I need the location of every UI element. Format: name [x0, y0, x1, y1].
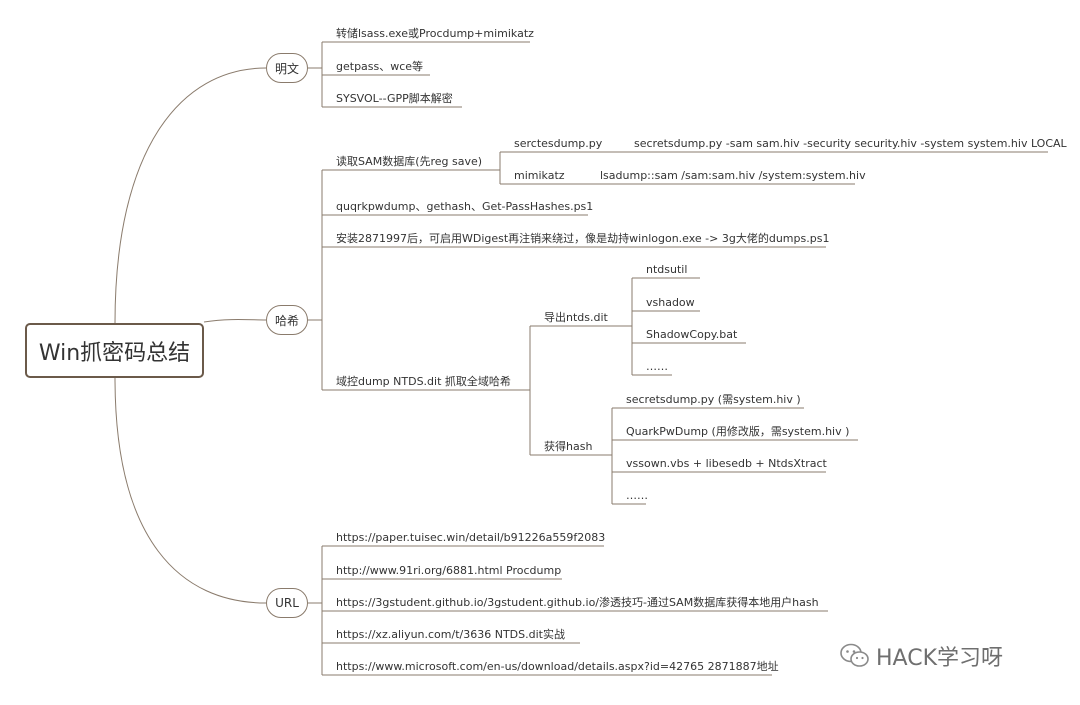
- node-plain-getpass: getpass、wce等: [336, 60, 424, 73]
- watermark: HACK学习呀: [840, 640, 1003, 672]
- connector-root-plaintext: [114, 67, 267, 324]
- node-plain-sysvol: SYSVOL--GPP脚本解密: [336, 92, 453, 105]
- connector-root-url: [114, 377, 267, 604]
- node-hash-wdigest: 安装2871997后，可启用WDigest再注销来绕过，像是劫持winlogon…: [336, 232, 830, 245]
- node-url-91ri[interactable]: http://www.91ri.org/6881.html Procdump: [336, 564, 562, 577]
- node-export-shadowcopy: ShadowCopy.bat: [646, 328, 738, 341]
- node-plain-lsass: 转储lsass.exe或Procdump+mimikatz: [336, 27, 534, 40]
- node-gethash-secretsdump: secretsdump.py (需system.hiv ): [626, 393, 801, 406]
- node-hash-ntds: 域控dump NTDS.dit 抓取全域哈希: [336, 375, 511, 388]
- node-hash-sam: 读取SAM数据库(先reg save): [336, 155, 483, 168]
- node-url-3gstudent[interactable]: https://3gstudent.github.io/3gstudent.gi…: [336, 596, 819, 609]
- watermark-text: HACK学习呀: [876, 646, 1003, 671]
- wechat-icon: [840, 643, 869, 667]
- node-hash-secretsdump: serctesdump.py: [514, 137, 603, 150]
- node-gethash-more: ……: [626, 489, 648, 502]
- node-export-vshadow: vshadow: [646, 296, 695, 309]
- node-url-tuisec[interactable]: https://paper.tuisec.win/detail/b91226a5…: [336, 531, 606, 544]
- node-hash-export: 导出ntds.dit: [544, 311, 608, 324]
- node-export-ntdsutil: ntdsutil: [646, 263, 688, 276]
- node-url-microsoft[interactable]: https://www.microsoft.com/en-us/download…: [336, 660, 779, 673]
- node-hash-mimikatz: mimikatz: [514, 169, 565, 182]
- connector-root-hash: [203, 319, 267, 323]
- node-export-more: ……: [646, 360, 668, 373]
- category-plaintext[interactable]: 明文: [266, 53, 308, 83]
- node-hash-mimikatz-cmd: lsadump::sam /sam:sam.hiv /system:system…: [600, 169, 866, 182]
- root-node[interactable]: Win抓密码总结: [25, 323, 204, 378]
- node-hash-quarks: quqrkpwdump、gethash、Get-PassHashes.ps1: [336, 200, 594, 213]
- category-hash[interactable]: 哈希: [266, 305, 308, 335]
- node-hash-gethash: 获得hash: [544, 440, 593, 453]
- node-gethash-quarkpwdump: QuarkPwDump (用修改版，需system.hiv ): [626, 425, 850, 438]
- category-url[interactable]: URL: [266, 588, 308, 618]
- node-hash-secretsdump-cmd: secretsdump.py -sam sam.hiv -security se…: [634, 137, 1067, 150]
- node-url-aliyun[interactable]: https://xz.aliyun.com/t/3636 NTDS.dit实战: [336, 628, 565, 641]
- node-gethash-vssown: vssown.vbs + libesedb + NtdsXtract: [626, 457, 827, 470]
